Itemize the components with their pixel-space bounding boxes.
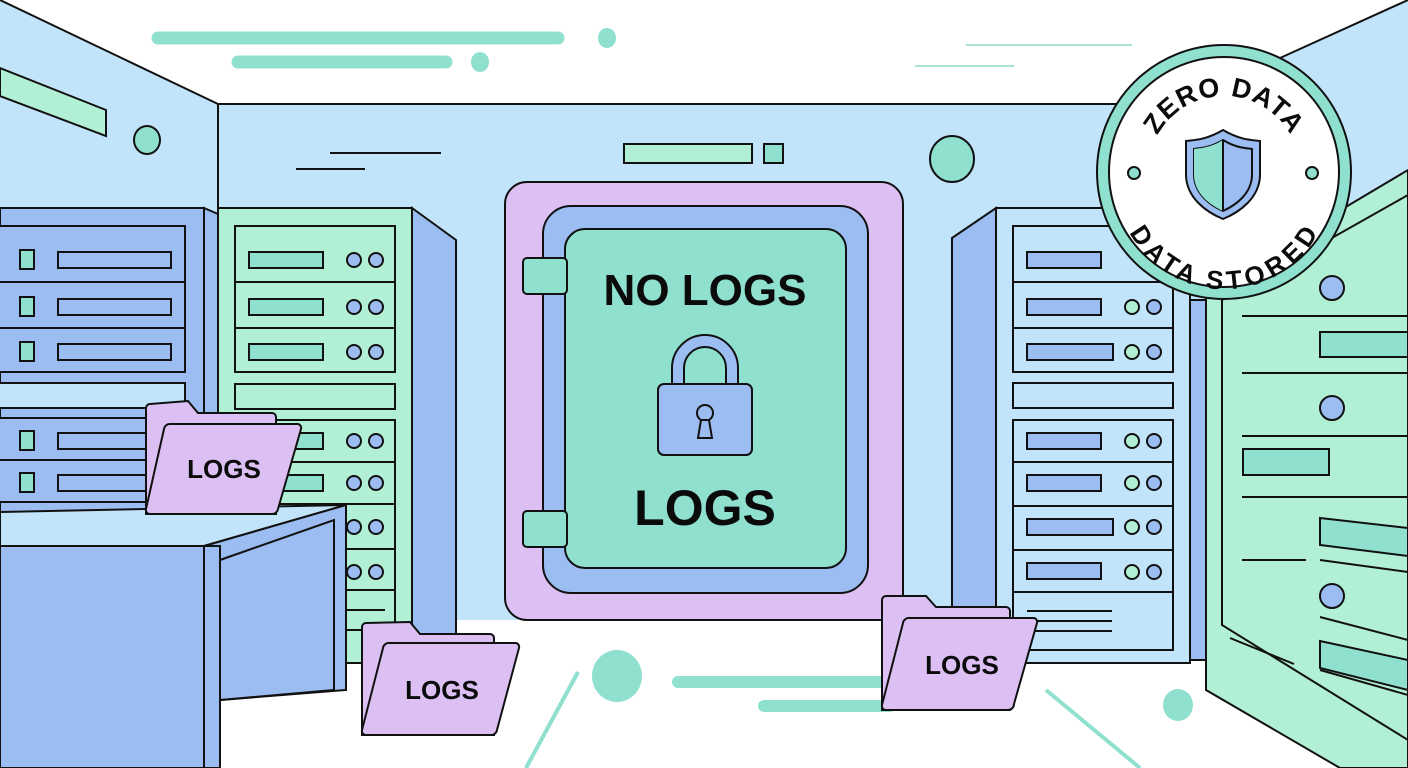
safe-bottom-label: LOGS <box>634 480 776 536</box>
folder-label: LOGS <box>925 650 999 680</box>
logs-folder-bottom-left: LOGS <box>360 620 521 737</box>
safe: NO LOGS LOGS <box>504 181 904 621</box>
padlock-icon <box>657 334 753 456</box>
folder-label: LOGS <box>187 454 261 484</box>
safe-top-label: NO LOGS <box>604 266 807 315</box>
safe-hinge-bottom <box>522 510 568 548</box>
logs-folder-left: LOGS <box>144 399 303 516</box>
badge-dot-right <box>1305 166 1319 180</box>
badge-dot-left <box>1127 166 1141 180</box>
folder-label: LOGS <box>405 675 479 705</box>
safe-hinge-top <box>522 257 568 295</box>
zero-data-badge: ZERO DATA DATA STORED <box>1096 44 1352 300</box>
shield-icon <box>1185 128 1261 221</box>
desk <box>0 503 347 768</box>
logs-folder-bottom-right: LOGS <box>880 595 1039 711</box>
server-cabinet-right <box>1205 168 1408 768</box>
